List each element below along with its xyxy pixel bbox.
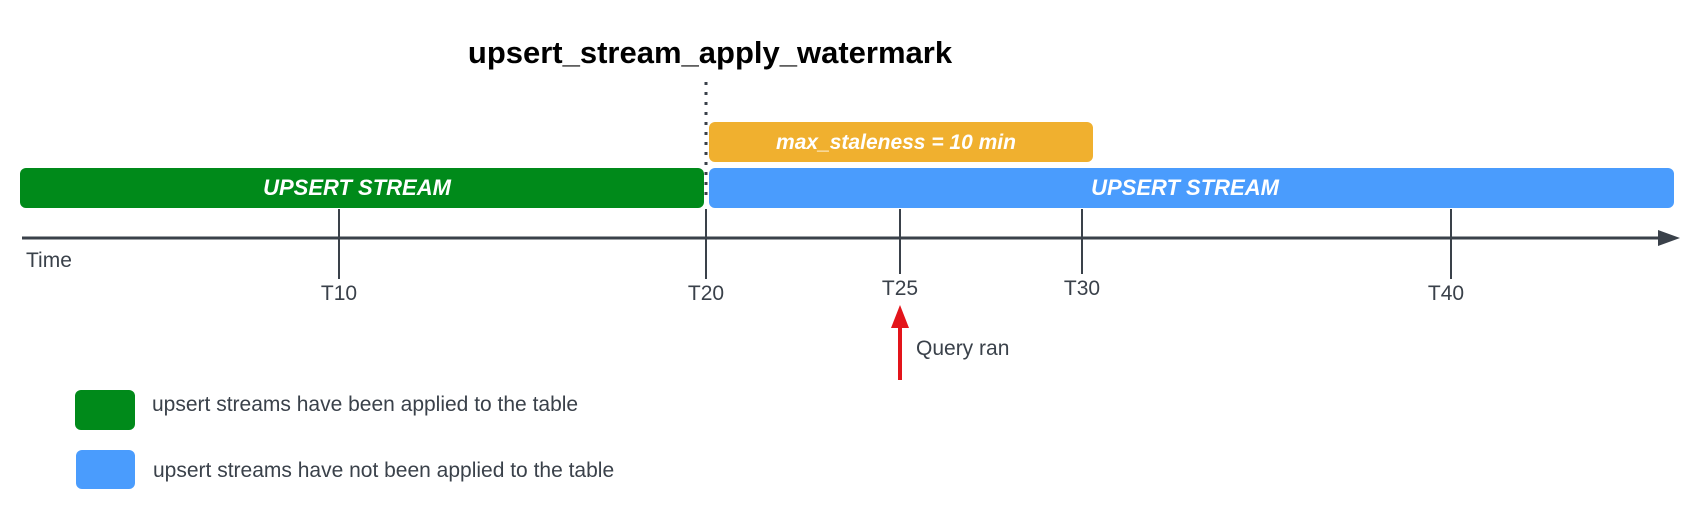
tick-label-t40: T40	[1428, 282, 1464, 305]
applied-stream-label: UPSERT STREAM	[263, 175, 452, 200]
time-axis-label: Time	[26, 249, 72, 272]
applied-stream-bar	[20, 168, 704, 208]
legend-not-applied-swatch	[76, 450, 135, 489]
time-axis-arrowhead	[1658, 230, 1680, 246]
legend-not-applied-text: upsert streams have not been applied to …	[153, 459, 614, 482]
pending-stream-label: UPSERT STREAM	[1091, 175, 1280, 200]
tick-label-t20: T20	[688, 282, 724, 305]
tick-label-t25: T25	[882, 277, 918, 300]
max-staleness-label: max_staleness = 10 min	[776, 131, 1016, 154]
tick-label-t10: T10	[321, 282, 357, 305]
legend-applied-text: upsert streams have been applied to the …	[152, 393, 578, 416]
legend-applied-swatch	[75, 390, 135, 430]
max-staleness-bar	[709, 122, 1093, 162]
diagram-title: upsert_stream_apply_watermark	[468, 35, 953, 70]
query-arrow-head	[891, 305, 909, 328]
query-ran-label: Query ran	[916, 337, 1009, 360]
tick-label-t30: T30	[1064, 277, 1100, 300]
pending-stream-bar	[709, 168, 1674, 208]
